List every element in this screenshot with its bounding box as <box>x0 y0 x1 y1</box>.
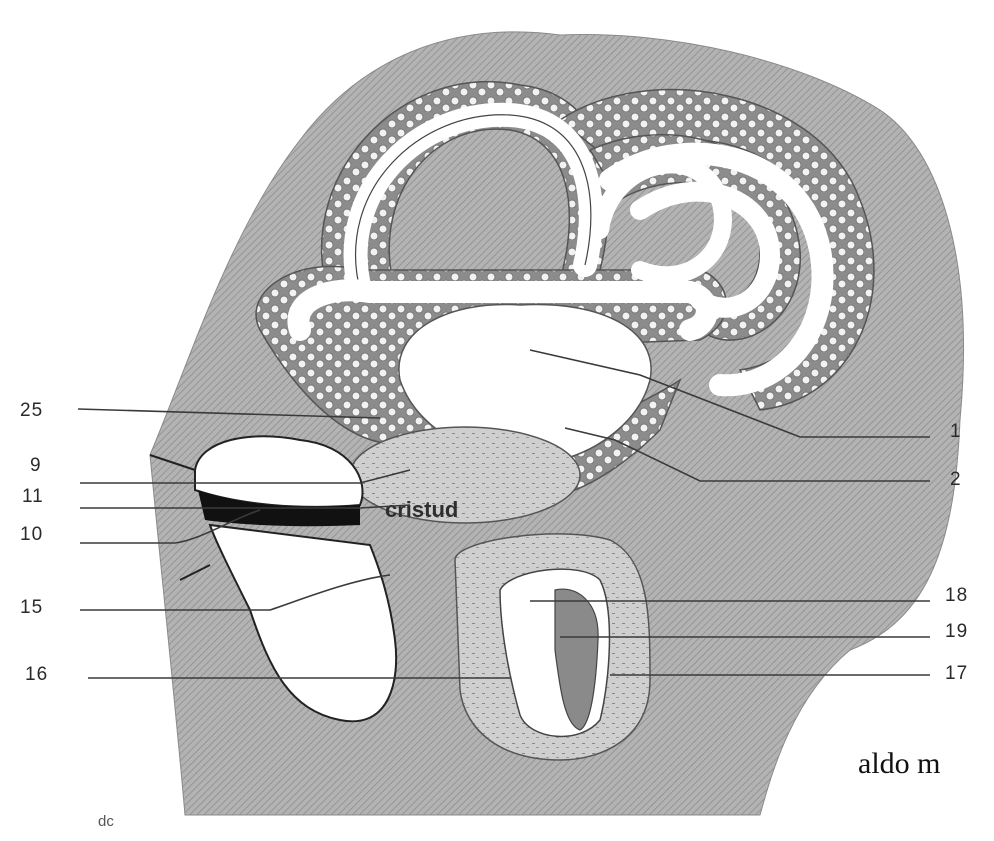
label-9: 9 <box>30 455 42 476</box>
label-10: 10 <box>20 524 43 545</box>
label-17: 17 <box>945 663 968 684</box>
author-text: aldo m <box>858 747 941 780</box>
label-18: 18 <box>945 585 968 606</box>
initials-text: dc <box>98 813 114 830</box>
label-1: 1 <box>950 421 962 442</box>
label-25: 25 <box>20 400 43 421</box>
label-16: 16 <box>25 664 48 685</box>
label-11: 11 <box>22 486 44 507</box>
label-19: 19 <box>945 621 968 642</box>
label-15: 15 <box>20 597 43 618</box>
endolymphatic-sac <box>455 534 650 760</box>
label-2: 2 <box>950 469 962 490</box>
bone-text: cristud <box>385 497 458 522</box>
